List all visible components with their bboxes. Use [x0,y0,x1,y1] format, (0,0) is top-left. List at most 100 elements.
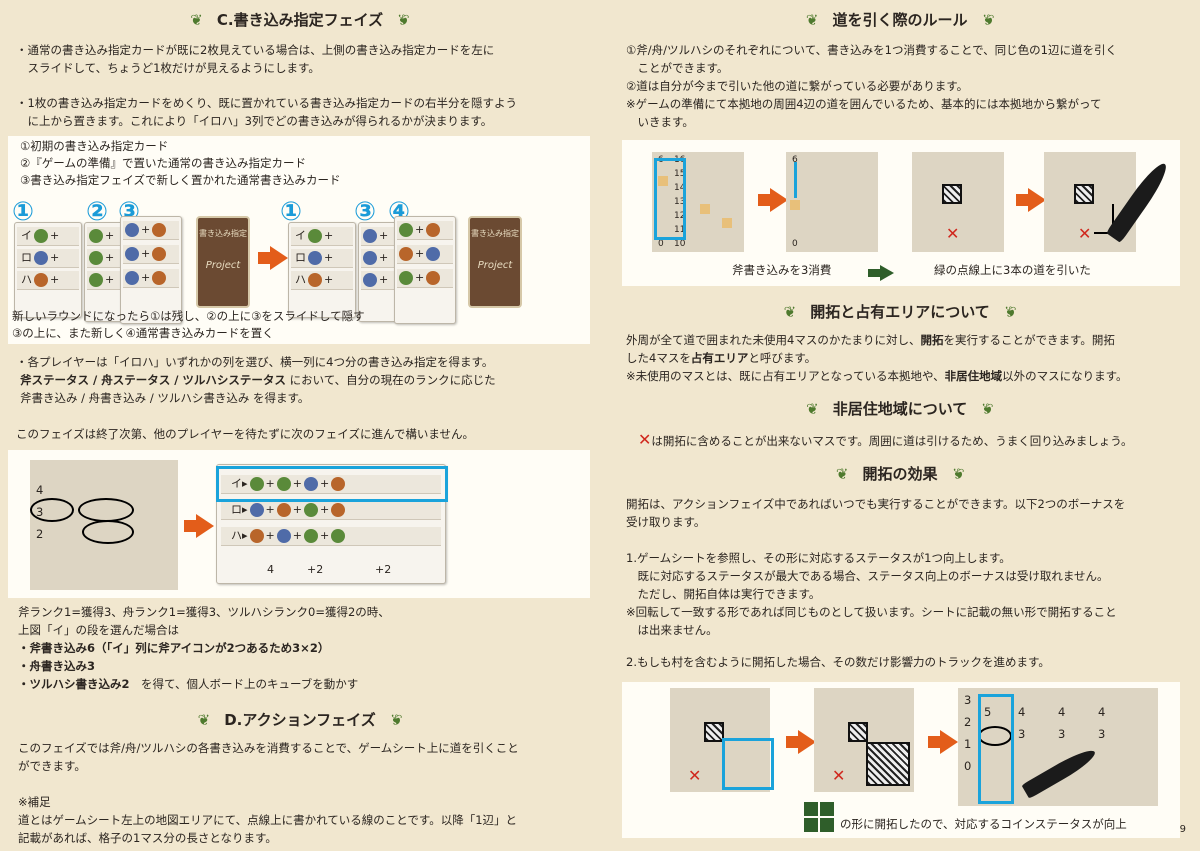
map-after: ✕ [814,688,914,792]
coin-status-highlight [978,694,1014,804]
status-names: 斧ステータス / 舟ステータス / ツルハシステータス [20,373,286,387]
c-text-2: 斧ステータス / 舟ステータス / ツルハシステータス において、自分の現在のラ… [20,372,496,390]
boat-icon [249,503,264,517]
text-part: 外周が全て道で囲まれた未使用4マスのかたまりに対し、 [626,333,921,347]
laurel-left-icon: ❦ [805,11,819,30]
boat-icon [125,247,139,261]
rank-example-figure: 4 3 2 イ▸+++ ロ▸+++ ハ▸+++ +2 4 +2 [8,450,590,598]
axe-icon [276,477,291,491]
write-cards-stack: イ▸+++ ロ▸+++ ハ▸+++ +2 4 +2 [216,464,446,584]
text-part: 以外のマスになります。 [1002,369,1128,383]
footnote-1: 新しいラウンドになったら①は残し、②の上に③をスライドして隠す [12,309,365,323]
row-label: ロ [21,251,32,265]
write-card-normal: + + + [84,222,130,322]
c-text-3: 斧書き込み / 舟書き込み / ツルハシ書き込み を得ます。 [20,391,310,405]
card-bottom: +2 [375,563,392,576]
effect-line-1: 開拓は、アクションフェイズ中であればいつでも実行することができます。以下2つのボ… [626,497,1126,511]
card-back-word: Project [477,260,513,272]
effect-line-4: 既に対応するステータスが最大である場合、ステータス向上のボーナスは受け取れません… [626,569,1109,583]
shape-cell [804,802,818,816]
effect-caption: の形に開拓したので、対応するコインステータスが向上 [840,817,1127,831]
card-back-title: 書き込み指定 [471,229,519,238]
caption-right: 緑の点線上に3本の道を引いた [934,263,1091,277]
card-back-word: Project [205,260,241,272]
row-label: ハ [295,273,306,287]
home-base [1074,184,1094,204]
card-row: + [361,227,395,246]
sheet-col: 10 [674,239,686,249]
d-line-4: 道とはゲームシート左上の地図エリアにて、点線上に書かれている線のことです。以降「… [18,813,518,827]
non-residential-x-icon: ✕ [946,224,960,243]
card-row: + [87,249,127,268]
occupied-area [866,742,910,786]
home-base [942,184,962,204]
pioneer-line-1: 外周が全て道で囲まれた未使用4マスのかたまりに対し、開拓を実行することができます… [626,332,1115,350]
pickaxe-icon [249,529,264,543]
text-bold: 非居住地域 [944,369,1003,383]
road-drawing-figure: 16 15 14 13 12 11 10 6 0 6 0 ✕ ✕ [622,140,1180,286]
rank-circle [78,498,134,522]
card-row: + [397,269,453,288]
caption-left: 斧書き込みを3消費 [732,263,832,277]
c-bullet-1: ・通常の書き込み指定カードが既に2枚見えている場合は、上側の書き込み指定カードを… [16,43,495,57]
laurel-right-icon: ❦ [981,11,995,30]
status-level: 0 [964,759,972,773]
text-part: と呼びます。 [748,351,817,365]
boat-icon [34,251,48,265]
pickaxe-icon [152,247,167,261]
card-row: + [87,271,127,290]
status-level: 3 [964,693,972,707]
arrow-right-icon [928,730,958,754]
laurel-right-icon: ❦ [397,11,410,30]
rank-circle [30,498,74,522]
axe-icon [331,529,346,543]
section-c-heading: ❦ C.書き込み指定フェイズ ❦ [0,8,600,34]
pickaxe-icon [308,273,322,287]
sheet-col: 13 [674,197,686,207]
status-level: 1 [964,737,972,751]
card-row: + [87,227,127,246]
right-page: ❦ 道を引く際のルール ❦ ①斧/舟/ツルハシのそれぞれについて、書き込みを1つ… [600,0,1200,851]
sheet-col: 14 [674,183,686,193]
card-row: + [397,221,453,240]
shape-cell [820,802,834,816]
section-d-heading: ❦ D.アクションフェイズ ❦ [0,708,600,734]
pickaxe-icon [152,271,167,285]
drawn-road [1094,204,1114,234]
effect-line-6: ※回転して一致する形であれば同じものとして扱います。シートに記載の無い形で開拓す… [626,605,1117,619]
axe-icon [399,271,413,285]
card-row: + [123,245,179,264]
row-label: ハ [21,273,32,287]
sheet-col: 11 [674,225,686,235]
draw-pile-card: 書き込み指定 Project [468,216,522,308]
axe-icon [308,229,322,243]
write-card-initial: イ+ ロ+ ハ+ [288,222,356,318]
c-text-1: ・各プレイヤーは「イロハ」いずれかの列を選び、横一列に4つ分の書き込み指定を得ま… [16,355,494,369]
rule-line-4: ※ゲームの準備にて本拠地の周囲4辺の道を囲んでいるため、基本的には本拠地から繋が… [626,97,1102,111]
example-end: を得て、個人ボード上のキューブを動かす [129,677,359,691]
non-residential-x-icon: ✕ [688,766,702,785]
axe-column-highlight [654,158,686,240]
sheet-num: 0 [792,239,798,249]
non-residential-x-icon: ✕ [832,766,846,785]
home-base [704,722,724,742]
card-row: ロ+ [291,249,353,268]
non-residential-heading: ❦ 非居住地域について ❦ [600,397,1200,423]
effect-line-2: 受け取ります。 [626,515,706,529]
marker-num: ① [280,197,303,227]
axe-icon [399,223,413,237]
laurel-right-icon: ❦ [1003,303,1017,322]
laurel-left-icon: ❦ [190,11,203,30]
boat-icon [276,529,291,543]
card-row: ロ+ [17,249,79,268]
card-row: ハ+ [17,271,79,290]
rule-line-2: ことができます。 [626,61,729,75]
axe-icon [89,251,103,265]
card-row: + [361,271,395,290]
text-part: した4マスを [626,351,691,365]
sheet-col: 15 [674,169,686,179]
card-row: イ+ [291,227,353,246]
cube-marker [722,218,732,228]
example-2: 上図「イ」の段を選んだ場合は [18,623,179,637]
effect-line-7: は出来ません。 [626,623,718,637]
